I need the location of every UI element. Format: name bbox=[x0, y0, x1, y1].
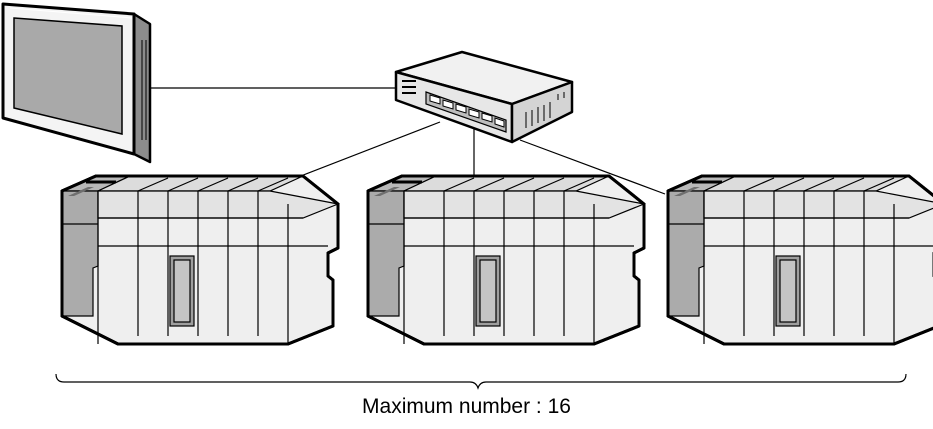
quantity-bracket bbox=[55, 373, 907, 390]
plc-rack-icon bbox=[60, 174, 340, 346]
maximum-count-caption: Maximum number : 16 bbox=[362, 395, 571, 418]
plc-rack-icon bbox=[666, 174, 933, 346]
plc-rack-icon bbox=[366, 174, 646, 346]
cable-hub-to-plc-3 bbox=[519, 139, 666, 195]
touch-panel-display-icon bbox=[1, 2, 152, 164]
ethernet-switching-hub-icon bbox=[394, 50, 574, 144]
